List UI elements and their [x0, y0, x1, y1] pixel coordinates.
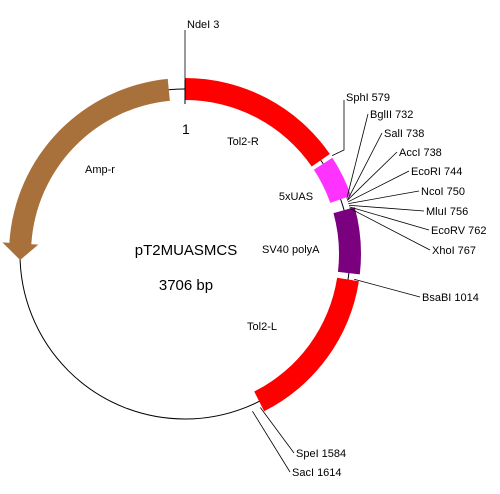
site-label-4: AccI 738 [399, 147, 442, 159]
feature-sv40-polya [333, 207, 361, 275]
feature-amp-r [2, 78, 170, 261]
site-label-12: SacI 1614 [292, 467, 342, 479]
site-line-11 [259, 407, 295, 454]
site-label-8: EcoRV 762 [431, 225, 486, 237]
site-label-11: SpeI 1584 [296, 448, 346, 460]
feature-label-5xuas: 5xUAS [279, 191, 313, 203]
site-line-5 [347, 170, 410, 203]
plasmid-size: 3706 bp [159, 277, 213, 294]
site-label-9: XhoI 767 [432, 245, 476, 257]
site-line-8 [349, 206, 430, 231]
plasmid-name: pT2MUASMCS [135, 242, 238, 259]
feature-label-sv40-polya: SV40 polyA [262, 244, 320, 256]
site-line-1 [331, 100, 345, 157]
site-label-3: SalI 738 [384, 128, 424, 140]
feature-label-tol2-l: Tol2-L [247, 321, 277, 333]
site-label-0: NdeI 3 [187, 19, 219, 31]
site-label-1: SphI 579 [346, 92, 390, 104]
site-label-7: MluI 756 [426, 206, 468, 218]
feature-label-amp-r: Amp-r [85, 164, 115, 176]
site-label-5: EcoRI 744 [411, 166, 462, 178]
feature-5xuas [313, 157, 352, 203]
site-line-9 [349, 207, 431, 251]
feature-tol2-l [254, 277, 359, 412]
site-line-10 [354, 278, 421, 298]
site-line-4 [347, 151, 398, 201]
origin-label: 1 [182, 121, 190, 137]
site-line-2 [346, 113, 369, 199]
site-label-6: NcoI 750 [421, 186, 465, 198]
feature-tol2-r [185, 78, 330, 167]
site-line-3 [346, 132, 383, 201]
site-label-2: BglII 732 [370, 109, 413, 121]
feature-label-tol2-r: Tol2-R [227, 136, 259, 148]
site-line-6 [348, 190, 420, 204]
features-layer: Tol2-R 5xUAS SV40 polyA Tol2-L Amp-r [2, 78, 361, 412]
site-line-7 [348, 204, 425, 212]
site-label-10: BsaBI 1014 [422, 292, 479, 304]
site-line-12 [252, 410, 291, 473]
